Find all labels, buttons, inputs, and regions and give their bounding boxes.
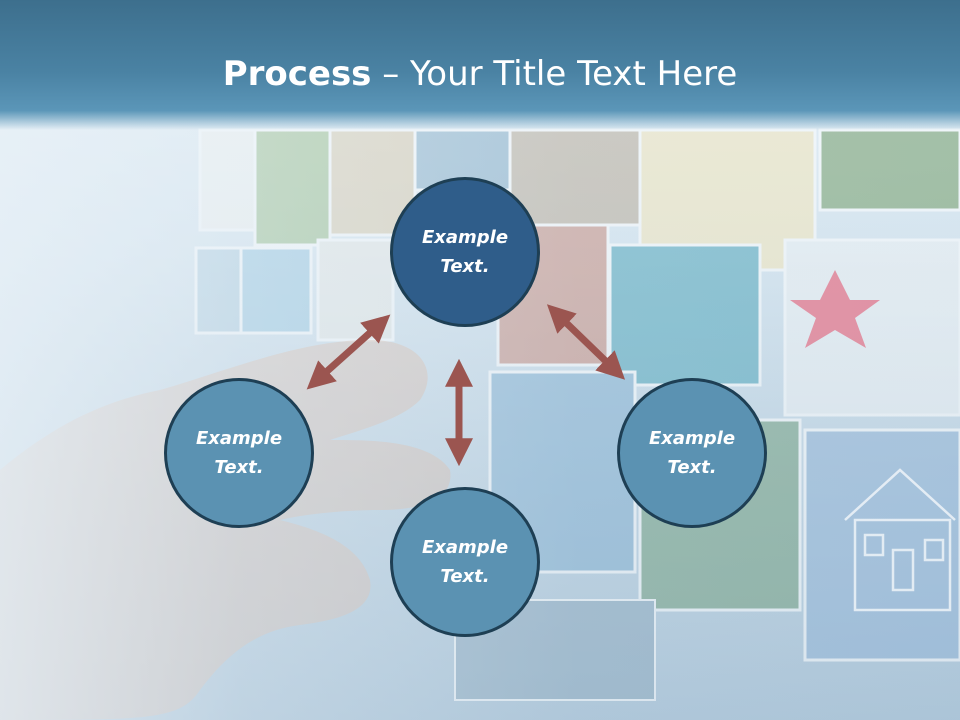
process-node-bottom[interactable]: Example Text. <box>390 487 540 637</box>
title-bold-text: Process <box>222 54 372 94</box>
title-rest-text: – Your Title Text Here <box>371 54 738 94</box>
process-node-left[interactable]: Example Text. <box>164 378 314 528</box>
process-node-center-label: Example Text. <box>421 227 509 277</box>
title-banner <box>0 0 960 130</box>
process-node-right-label: Example Text. <box>648 428 736 478</box>
slide-title: Process – Your Title Text Here <box>0 52 960 96</box>
arrow-top-left <box>306 314 391 390</box>
process-node-left-label: Example Text. <box>195 428 283 478</box>
process-node-center[interactable]: Example Text. <box>390 177 540 327</box>
arrow-top-right <box>546 304 626 380</box>
process-node-bottom-label: Example Text. <box>421 537 509 587</box>
process-node-right[interactable]: Example Text. <box>617 378 767 528</box>
